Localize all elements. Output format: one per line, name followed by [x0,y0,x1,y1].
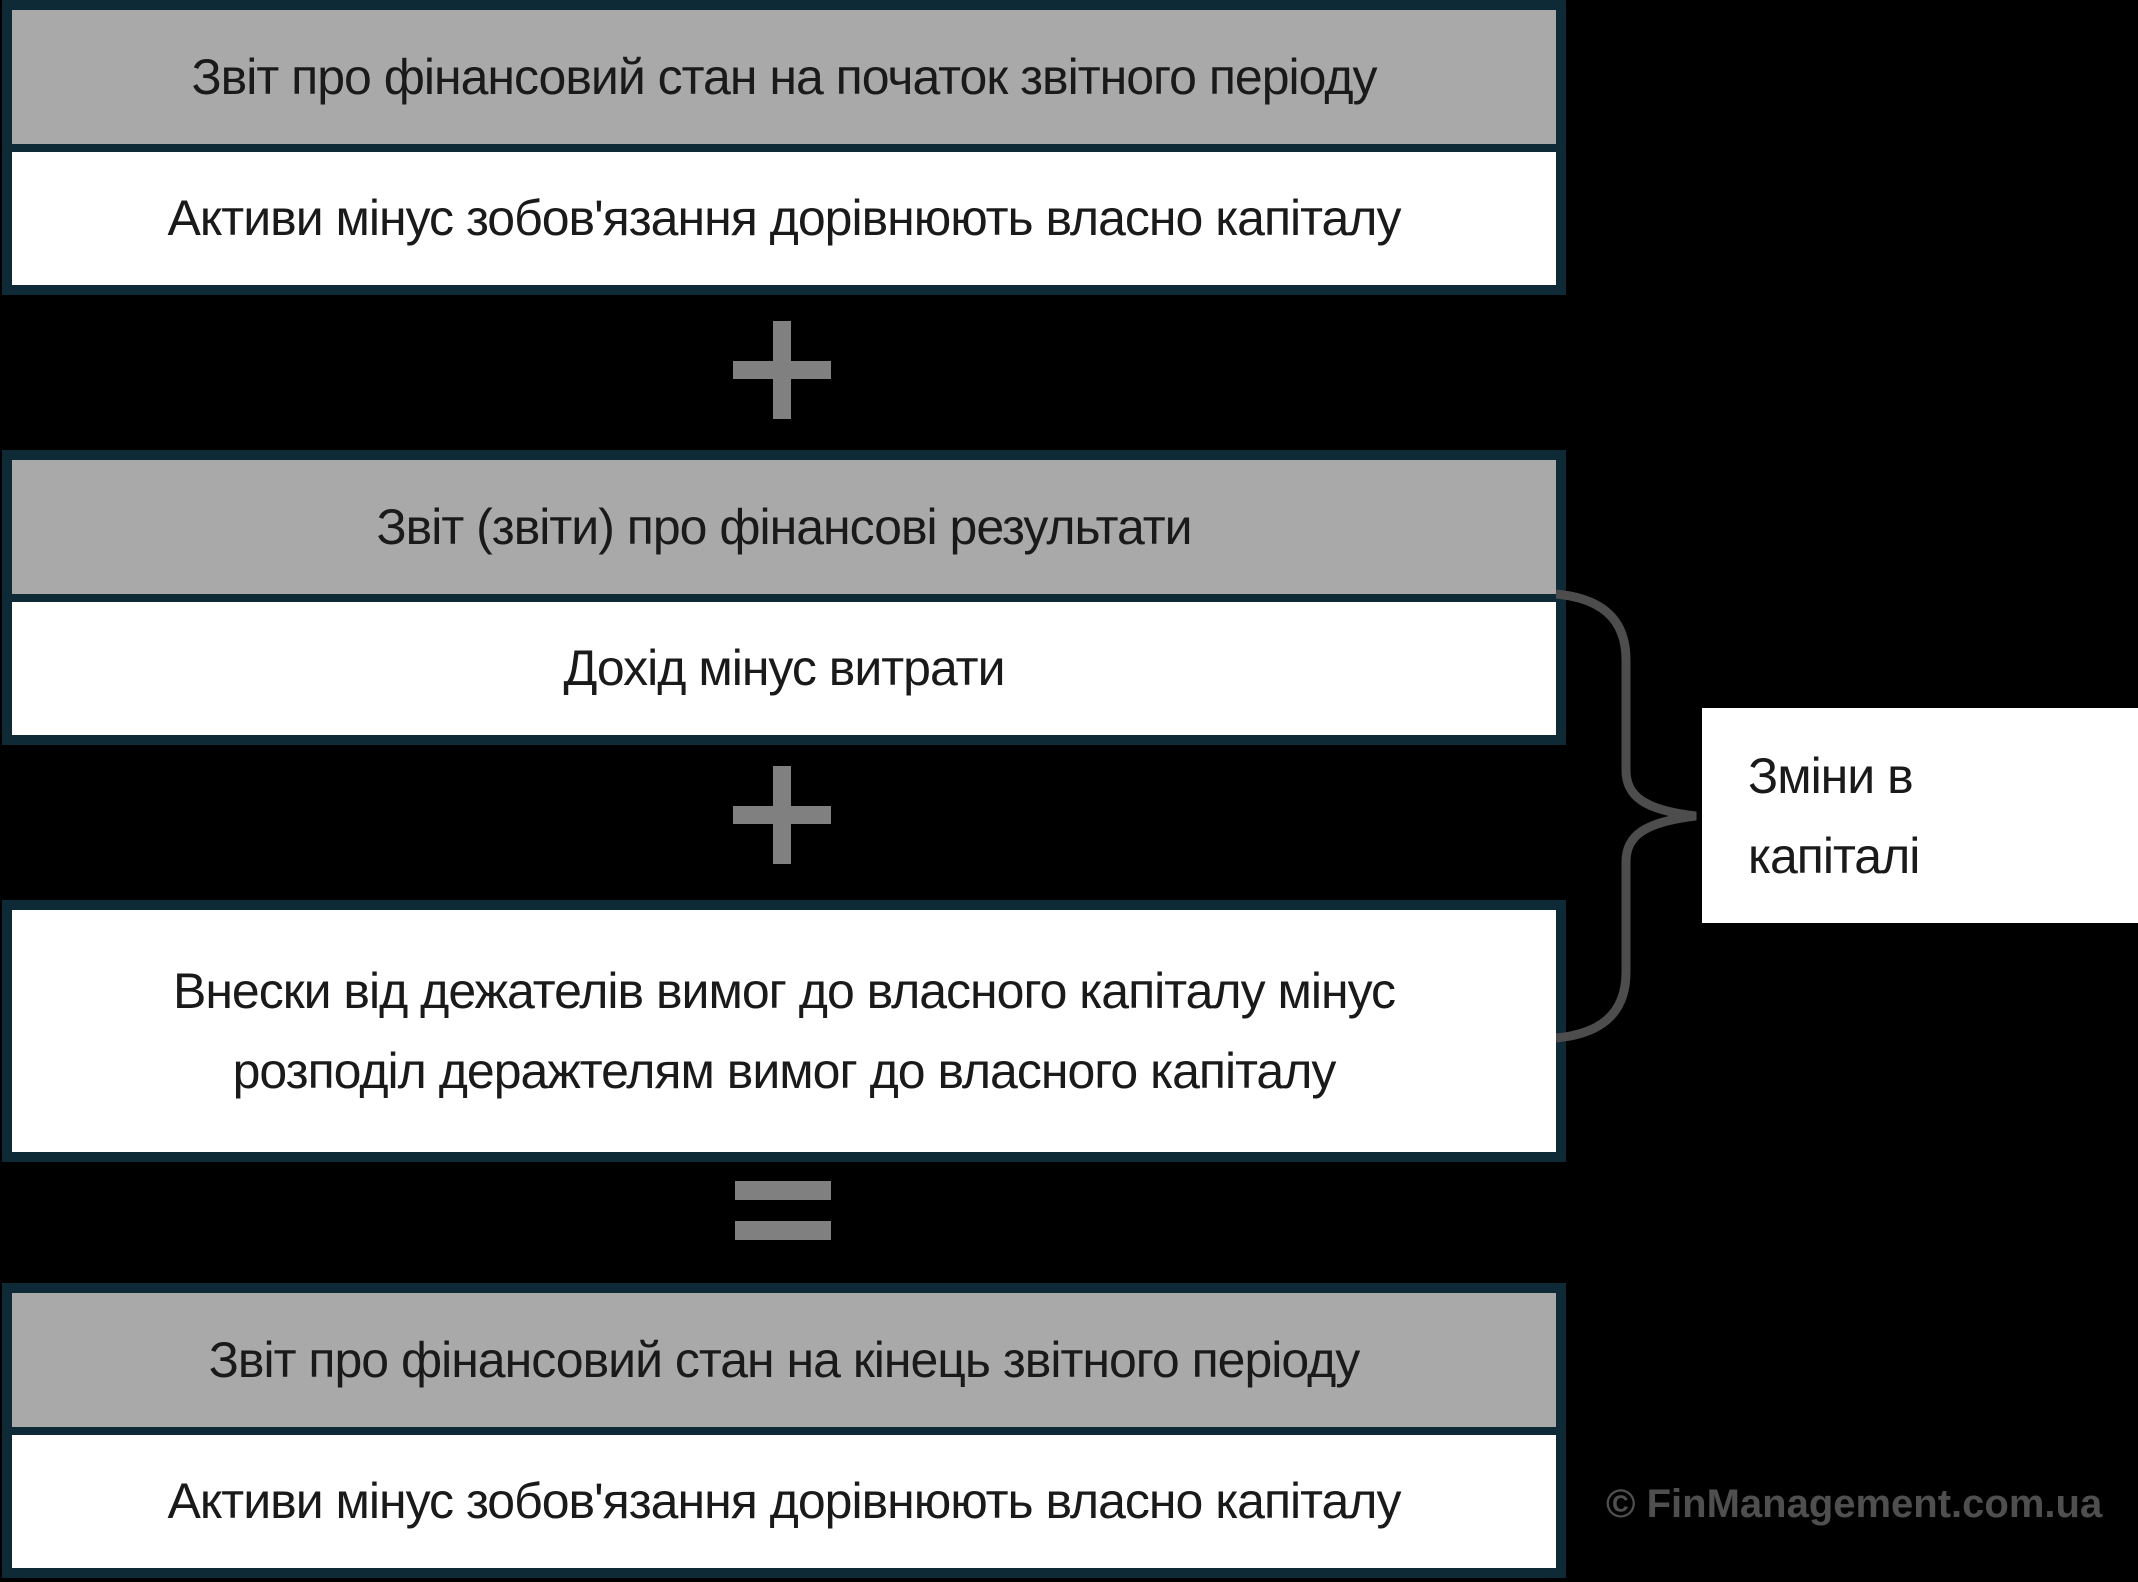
block-closing-financial-position: Звіт про фінансовий стан на кінець звітн… [2,1283,1566,1578]
equals-icon [735,1181,831,1240]
block-body-label: Активи мінус зобов'язання дорівнюють вла… [167,190,1402,247]
block-body: Внески від дежателів вимог до власного к… [12,910,1556,1152]
block-header: Звіт про фінансовий стан на кінець звітн… [12,1293,1556,1427]
curly-brace-icon [1556,589,1697,1043]
changes-in-equity-line1: Зміни в [1748,747,1914,804]
plus-icon [733,321,831,419]
block-body: Активи мінус зобов'язання дорівнюють вла… [12,151,1556,285]
block-income-statement: Звіт (звіти) про фінансові результати До… [2,450,1566,745]
plus-vertical-bar [773,321,791,419]
block-body-line2: розподіл деражтелям вимог до власного ка… [232,1043,1337,1099]
block-header: Звіт (звіти) про фінансові результати [12,460,1556,594]
watermark-label: © FinManagement.com.ua [1606,1482,2103,1526]
block-body: Активи мінус зобов'язання дорівнюють вла… [12,1434,1556,1568]
block-body-label: Активи мінус зобов'язання дорівнюють вла… [167,1473,1402,1530]
block-header-label: Звіт (звіти) про фінансові результати [376,498,1192,555]
block-body-label: Дохід мінус витрати [563,640,1005,697]
block-body-line1: Внески від дежателів вимог до власного к… [172,963,1396,1019]
block-body: Дохід мінус витрати [12,601,1556,735]
block-equity-contributions: Внески від дежателів вимог до власного к… [2,900,1566,1162]
block-header: Звіт про фінансовий стан на початок звіт… [12,10,1556,144]
plus-vertical-bar [773,766,791,864]
equals-bottom-bar [735,1221,831,1240]
equals-top-bar [735,1181,831,1200]
changes-in-equity-line2: капіталі [1748,827,1920,884]
changes-in-equity-box: Зміни в капіталі [1702,708,2138,923]
block-header-label: Звіт про фінансовий стан на початок звіт… [191,48,1377,105]
plus-icon [733,766,831,864]
block-opening-financial-position: Звіт про фінансовий стан на початок звіт… [2,0,1566,295]
block-header-label: Звіт про фінансовий стан на кінець звітн… [208,1331,1361,1388]
